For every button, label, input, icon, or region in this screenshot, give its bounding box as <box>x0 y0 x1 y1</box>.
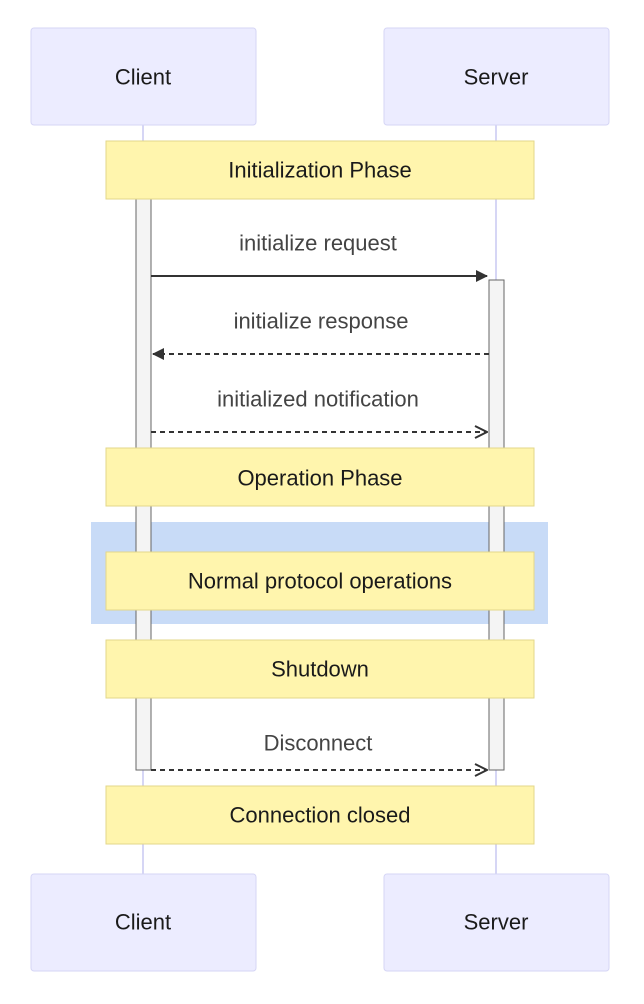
note-connection-closed: Connection closed <box>105 785 535 845</box>
note-closed-label: Connection closed <box>229 803 410 828</box>
message-initialized-notification-label: initialized notification <box>217 387 419 412</box>
note-operation-label: Operation Phase <box>237 466 402 491</box>
message-initialize-response-label: initialize response <box>234 309 409 334</box>
actor-client-bottom: Client <box>30 873 257 972</box>
note-normal-protocol-operations: Normal protocol operations <box>105 551 535 611</box>
note-shutdown-label: Shutdown <box>271 657 369 682</box>
note-operation-phase: Operation Phase <box>105 447 535 507</box>
actor-server-top: Server <box>383 27 610 126</box>
actor-server-bottom: Server <box>383 873 610 972</box>
actor-server-bottom-label: Server <box>464 910 529 935</box>
note-initialization-phase: Initialization Phase <box>105 140 535 200</box>
actor-client-top: Client <box>30 27 257 126</box>
actor-client-top-label: Client <box>115 65 171 90</box>
message-disconnect-label: Disconnect <box>264 731 373 756</box>
note-shutdown: Shutdown <box>105 639 535 699</box>
note-initialization-label: Initialization Phase <box>228 158 411 183</box>
actor-client-bottom-label: Client <box>115 910 171 935</box>
message-initialize-request-label: initialize request <box>239 231 397 256</box>
actor-server-top-label: Server <box>464 65 529 90</box>
note-normal-ops-label: Normal protocol operations <box>188 569 452 594</box>
